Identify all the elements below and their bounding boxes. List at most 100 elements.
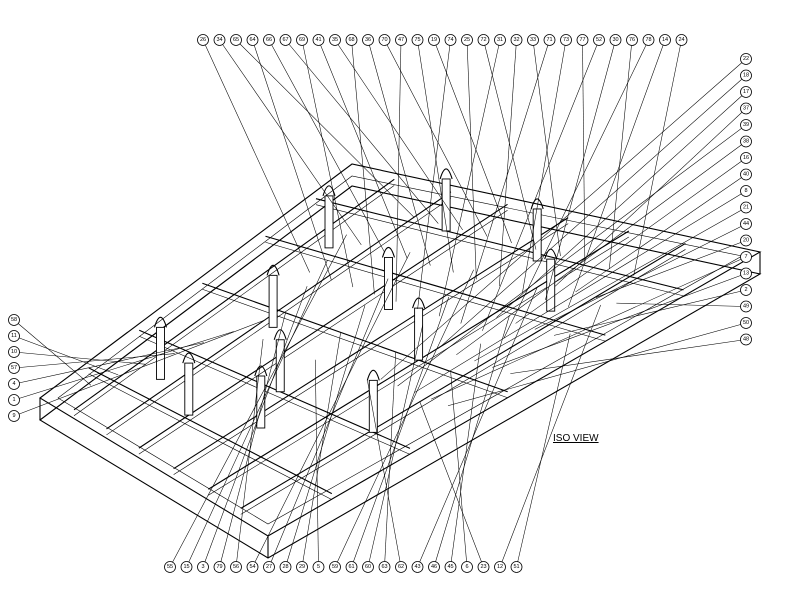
leader-line: [545, 39, 616, 301]
callout-number: 15: [183, 564, 189, 570]
balloon-circle: [362, 561, 374, 573]
balloon-circle: [345, 561, 358, 573]
leader-line: [13, 351, 147, 365]
leader-line: [499, 304, 601, 568]
callout-balloon: 38: [456, 135, 752, 356]
leader-line: [522, 39, 567, 294]
callout-balloon: 73: [522, 34, 572, 294]
callout-balloon: 13: [492, 267, 752, 368]
leader-line: [616, 302, 747, 307]
balloon-circle: [543, 34, 556, 46]
balloon-circle: [494, 34, 506, 46]
balloon-circle: [8, 330, 20, 342]
callout-balloon: 40: [575, 168, 752, 293]
longitudinal-beam: [315, 198, 684, 291]
callout-balloon: 11: [8, 330, 119, 376]
callout-balloon: 4: [8, 342, 204, 390]
callout-balloon: 58: [8, 314, 92, 386]
callout-balloon: 36: [362, 34, 431, 266]
leader-line: [380, 58, 747, 380]
balloon-circle: [740, 168, 752, 181]
callout-balloon: 79: [213, 312, 286, 573]
transverse-beam-flange: [138, 210, 508, 455]
balloon-circle: [411, 561, 424, 573]
balloon-circle: [675, 34, 688, 46]
u-bolt-clamp: [322, 185, 336, 197]
callout-number: 28: [282, 564, 288, 570]
callout-balloon: 74: [417, 34, 457, 309]
balloon-circle: [180, 561, 193, 573]
callout-balloon: 59: [329, 269, 474, 573]
callout-balloon: 37: [554, 102, 752, 287]
callout-number: 33: [530, 37, 536, 43]
callout-balloon: 57: [8, 353, 175, 374]
callout-number: 61: [348, 564, 354, 570]
callout-number: 46: [431, 564, 437, 570]
balloon-circle: [395, 561, 407, 573]
callout-number: 25: [464, 37, 470, 43]
leader-line: [534, 223, 747, 330]
balloon-circle: [642, 34, 655, 46]
balloon-circle: [246, 34, 259, 46]
leader-line: [582, 39, 586, 263]
leader-line: [447, 322, 747, 407]
u-bolt-clamp: [366, 369, 380, 381]
callout-number: 1: [12, 397, 15, 403]
leader-line: [492, 273, 747, 368]
leader-line: [301, 39, 354, 288]
balloon-circle: [740, 102, 752, 115]
callout-number: 30: [612, 37, 618, 43]
longitudinal-beam: [139, 329, 411, 449]
callout-balloon: 31: [438, 34, 506, 317]
transverse-beam-flange: [173, 223, 569, 475]
callout-balloon: 65: [230, 34, 415, 218]
balloon-circle: [461, 561, 473, 573]
leader-line: [438, 39, 501, 317]
pipe-support-post: [368, 379, 378, 433]
transverse-beam-flange: [73, 185, 395, 417]
leader-line: [417, 39, 451, 309]
balloon-circle: [8, 394, 20, 406]
balloon-circle: [740, 333, 752, 346]
balloon-circle: [740, 284, 752, 296]
transverse-beam-flange: [208, 236, 629, 496]
leader-line: [351, 296, 450, 568]
leader-line: [595, 240, 747, 298]
callout-number: 12: [497, 564, 503, 570]
leader-line: [384, 352, 396, 568]
callout-number: 22: [743, 56, 749, 62]
transverse-beam: [106, 191, 452, 430]
callout-number: 58: [11, 317, 17, 323]
callout-number: 14: [662, 37, 668, 43]
callout-balloon: 16: [515, 152, 752, 324]
callout-balloon: 33: [527, 34, 561, 257]
u-bolt-clamp: [153, 316, 168, 328]
leader-line: [318, 39, 408, 259]
longitudinal-beam-flange: [88, 373, 332, 500]
callout-balloon: 18: [438, 69, 752, 349]
balloon-circle: [740, 53, 752, 65]
leader-line: [431, 256, 747, 400]
leader-line: [13, 331, 234, 401]
callout-number: 69: [299, 37, 305, 43]
callout-balloon: 19: [428, 34, 512, 244]
leader-line: [367, 380, 402, 568]
callout-number: 75: [414, 37, 420, 43]
balloon-circle: [510, 34, 523, 46]
u-bolt-clamp: [273, 329, 287, 340]
pipe-support-post: [414, 307, 424, 361]
callout-balloon: 32: [499, 34, 523, 287]
leader-line: [483, 39, 537, 250]
leader-line: [515, 157, 747, 324]
callout-balloon: 6: [450, 372, 473, 573]
leader-line: [252, 252, 411, 568]
callout-number: 60: [365, 564, 371, 570]
callout-balloon: 29: [296, 332, 341, 573]
callout-balloon: 27: [263, 278, 389, 573]
callout-balloon: 69: [296, 34, 354, 288]
callout-number: 64: [249, 37, 255, 43]
callout-number: 34: [216, 37, 222, 43]
leader-line: [456, 141, 747, 356]
leader-line: [417, 39, 454, 273]
callout-balloon: 39: [397, 119, 752, 387]
